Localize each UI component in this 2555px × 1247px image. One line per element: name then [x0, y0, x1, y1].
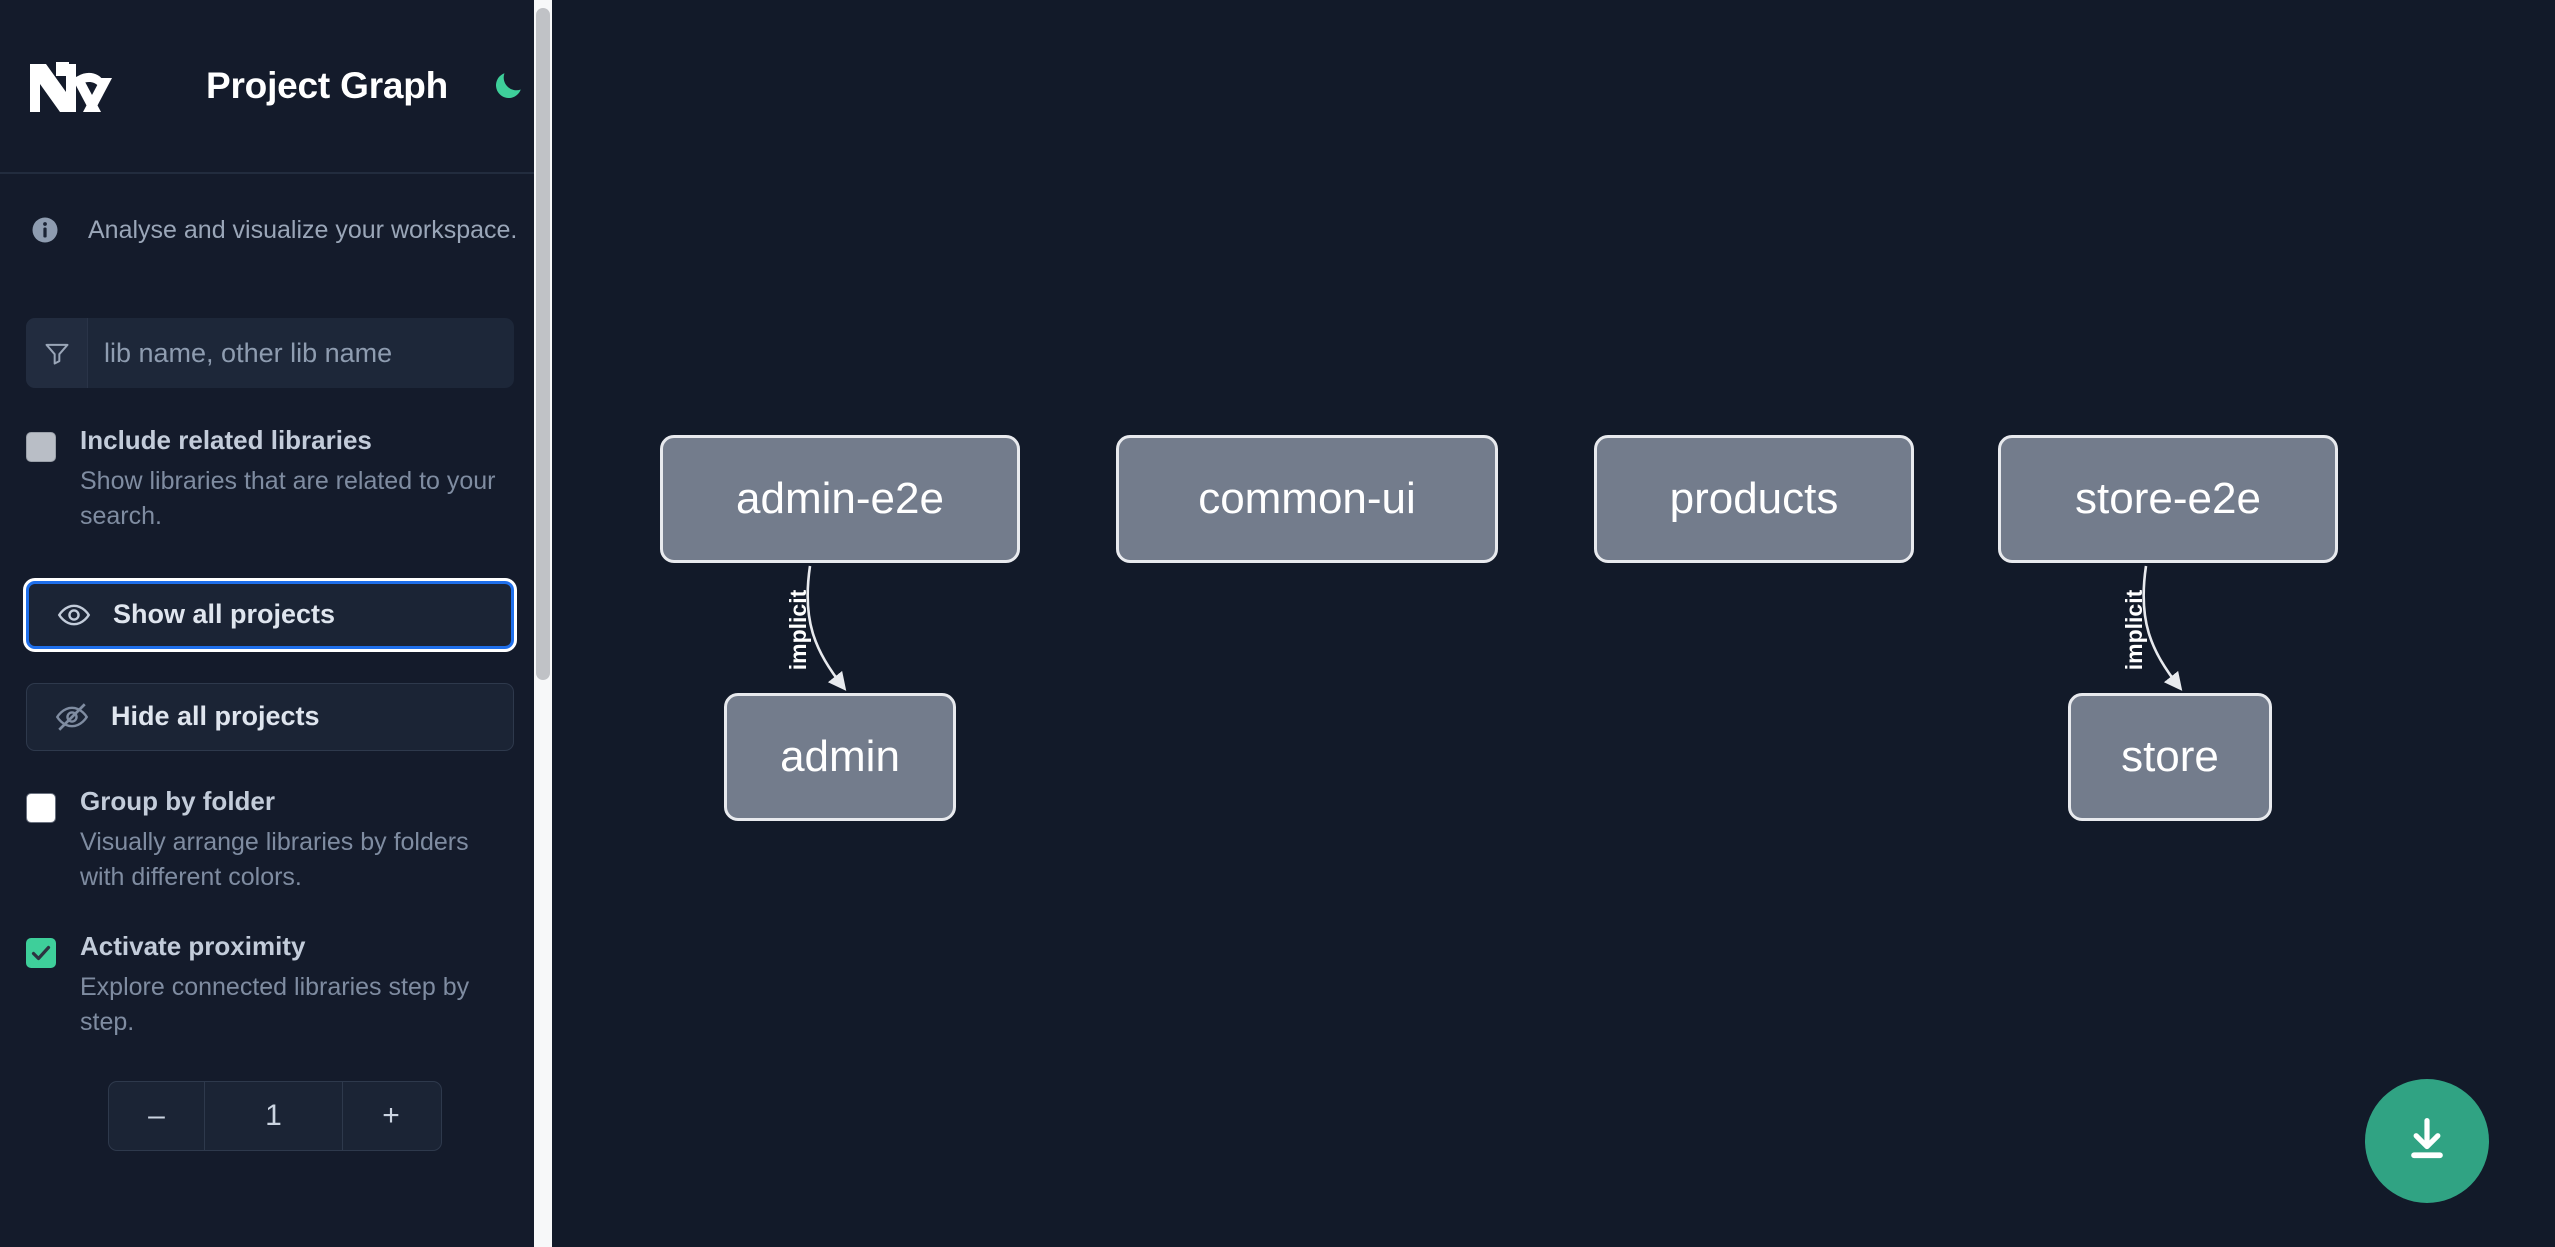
- search-input[interactable]: [88, 318, 514, 388]
- graph-node-common-ui[interactable]: common-ui: [1116, 435, 1498, 563]
- edge-label-implicit-admin: implicit: [785, 589, 811, 670]
- checkbox-include-related-libraries[interactable]: [26, 432, 56, 462]
- edge-admin-e2e-admin: [806, 565, 847, 691]
- show-all-projects-label: Show all projects: [113, 599, 336, 630]
- proximity-decrement-button[interactable]: –: [109, 1081, 205, 1150]
- option-label: Activate proximity: [80, 930, 306, 961]
- graph-node-admin-e2e[interactable]: admin-e2e: [660, 435, 1020, 563]
- graph-node-store-e2e[interactable]: store-e2e: [1998, 435, 2338, 563]
- hide-all-projects-label: Hide all projects: [111, 701, 320, 732]
- graph-canvas[interactable]: implicit implicit admin-e2e common-ui pr…: [552, 0, 2555, 1247]
- eye-off-icon: [55, 700, 89, 734]
- workspace-info: Analyse and visualize your workspace.: [0, 174, 552, 260]
- download-graph-button[interactable]: [2365, 1079, 2489, 1203]
- page-title: Project Graph: [206, 65, 449, 106]
- option-label: Group by folder: [80, 785, 275, 816]
- option-description: Show libraries that are related to your …: [80, 466, 496, 531]
- option-include-related-libraries[interactable]: Include related libraries Show libraries…: [0, 425, 552, 535]
- sidebar-header: Project Graph: [0, 0, 552, 174]
- moon-icon[interactable]: [488, 66, 528, 106]
- option-group-by-folder[interactable]: Group by folder Visually arrange librari…: [0, 785, 552, 896]
- proximity-stepper: – 1 +: [108, 1080, 442, 1151]
- option-activate-proximity[interactable]: Activate proximity Explore connected lib…: [0, 930, 552, 1041]
- graph-node-products[interactable]: products: [1594, 435, 1914, 563]
- proximity-value: 1: [205, 1081, 343, 1150]
- edge-label-implicit-store: implicit: [2121, 589, 2147, 670]
- sidebar: Project Graph Analyse and visualize yo: [0, 0, 552, 1247]
- checkbox-group-by-folder[interactable]: [26, 792, 56, 823]
- edge-store-e2e-store: [2142, 565, 2183, 691]
- graph-node-admin[interactable]: admin: [724, 693, 956, 821]
- graph-edges: implicit implicit: [785, 565, 2183, 691]
- option-label: Include related libraries: [80, 425, 372, 455]
- proximity-increment-button[interactable]: +: [382, 1098, 400, 1132]
- sidebar-content: Project Graph Analyse and visualize yo: [0, 0, 552, 1247]
- option-description: Explore connected libraries step by step…: [80, 972, 470, 1037]
- search-box[interactable]: [26, 318, 514, 388]
- hide-all-projects-button[interactable]: Hide all projects: [26, 682, 514, 751]
- show-all-projects-button[interactable]: Show all projects: [26, 580, 514, 649]
- filter-icon: [26, 318, 88, 388]
- sidebar-scrollbar-thumb[interactable]: [536, 8, 550, 680]
- workspace-info-text: Analyse and visualize your workspace.: [88, 215, 518, 244]
- graph-node-store[interactable]: store: [2068, 693, 2272, 821]
- option-description: Visually arrange libraries by folders wi…: [80, 827, 469, 892]
- checkbox-activate-proximity[interactable]: [26, 937, 56, 968]
- info-icon: [30, 215, 60, 245]
- sidebar-scrollbar-track[interactable]: [534, 0, 552, 1247]
- nx-logo: [26, 54, 126, 118]
- download-icon: [2401, 1113, 2453, 1170]
- eye-icon: [57, 598, 91, 632]
